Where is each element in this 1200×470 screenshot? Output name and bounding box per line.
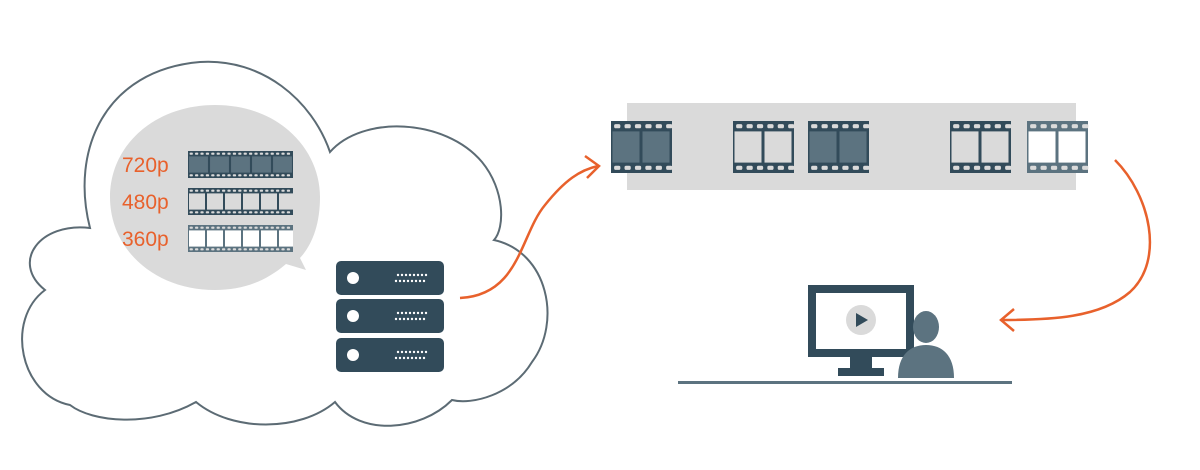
rendition-film-strip <box>188 225 293 252</box>
rendition-film-strip <box>188 151 293 178</box>
stream-frame-5 <box>1027 121 1089 173</box>
server-rack-icon <box>336 261 444 372</box>
rendition-label-360p: 360p <box>122 228 169 251</box>
stream-frame-1 <box>611 121 673 173</box>
stream-frame-2 <box>733 121 795 173</box>
desk-line <box>678 381 1012 384</box>
rendition-label-480p: 480p <box>122 191 169 214</box>
delivery-arrow <box>1001 159 1152 322</box>
monitor-play-icon <box>808 285 914 376</box>
stream-frame-3 <box>808 121 870 173</box>
rendition-label-720p: 720p <box>122 154 169 177</box>
delivery-arrowhead <box>999 308 1015 332</box>
stream-frame-4 <box>950 121 1012 173</box>
upload-arrowhead <box>584 154 601 179</box>
rendition-film-strip <box>188 188 293 215</box>
upload-arrow <box>459 164 599 300</box>
user-icon <box>898 311 954 378</box>
